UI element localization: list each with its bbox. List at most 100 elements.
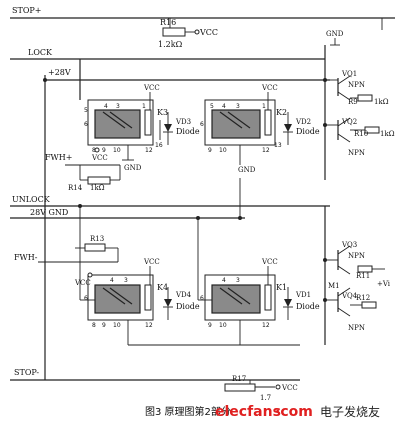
svg-text:10: 10 [219, 147, 227, 154]
vd2-label: VD2 [295, 118, 311, 126]
watermark-domain: ·com [275, 404, 313, 420]
vd3-diode-label: Diode [176, 127, 200, 136]
svg-text:NPN: NPN [348, 324, 365, 332]
r17-label: R17 [232, 375, 246, 383]
svg-text:5: 5 [84, 107, 88, 114]
r14-label: R14 [68, 184, 83, 192]
svg-text:12: 12 [145, 322, 153, 329]
svg-text:12: 12 [262, 147, 270, 154]
resistor-r12 [361, 301, 377, 309]
resistor-r14 [87, 176, 111, 185]
watermark-brand: elecfans [215, 404, 281, 420]
vd4-diode-label: Diode [176, 302, 200, 311]
svg-text:3: 3 [236, 277, 240, 284]
svg-text:NPN: NPN [348, 252, 365, 260]
svg-text:VCC: VCC [143, 84, 160, 92]
svg-text:6: 6 [84, 121, 88, 128]
svg-text:6: 6 [84, 295, 88, 302]
svg-text:10: 10 [219, 322, 227, 329]
svg-text:NPN: NPN [348, 149, 365, 157]
k3-label: K3 [157, 108, 168, 117]
stop-plus-label: STOP+ [12, 6, 41, 15]
r10-value: 1kΩ [380, 130, 395, 138]
plus28v-label: +28V [48, 68, 71, 77]
vd3-label: VD3 [175, 118, 191, 126]
diode-vd1 [284, 299, 292, 307]
r12-label: R12 [356, 294, 370, 302]
r16-label: R16 [160, 18, 176, 27]
fwh-plus-label: FWH+ [45, 153, 72, 162]
resistor-r9 [357, 94, 373, 102]
svg-text:VCC: VCC [281, 384, 298, 392]
svg-text:3: 3 [124, 277, 128, 284]
diode-vd3 [164, 124, 172, 132]
svg-text:9: 9 [208, 322, 212, 329]
svg-text:4: 4 [110, 277, 114, 284]
vq1-label: VQ1 [341, 70, 357, 78]
stop-minus-label: STOP- [14, 368, 39, 377]
svg-text:4: 4 [222, 103, 226, 110]
vi-label: +Vi [377, 280, 391, 288]
r9-value: 1kΩ [374, 98, 389, 106]
r17-value: 1.7 [260, 394, 271, 402]
svg-text:VCC: VCC [91, 154, 108, 162]
watermark-cn: 电子发烧友 [320, 404, 380, 419]
svg-text:4: 4 [222, 277, 226, 284]
gnd28-label: 28V GND [30, 208, 68, 217]
k2-label: K2 [276, 108, 287, 117]
vd4-label: VD4 [175, 291, 192, 299]
vd1-diode-label: Diode [296, 302, 320, 311]
svg-text:1: 1 [142, 103, 146, 110]
r9-label: R9 [348, 98, 358, 106]
k1-label: K1 [276, 283, 287, 292]
svg-text:GND: GND [124, 164, 142, 172]
svg-text:16: 16 [155, 142, 163, 149]
relay-k3-frame [87, 99, 154, 146]
svg-text:VCC: VCC [261, 258, 278, 266]
svg-text:3: 3 [236, 103, 240, 110]
svg-text:9: 9 [102, 147, 106, 154]
svg-text:VCC: VCC [143, 258, 160, 266]
svg-text:8: 8 [92, 147, 96, 154]
resistor-r16 [162, 27, 186, 37]
r13-label: R13 [90, 235, 104, 243]
svg-text:9: 9 [208, 147, 212, 154]
svg-text:12: 12 [262, 322, 270, 329]
svg-text:6: 6 [200, 295, 204, 302]
svg-text:5: 5 [210, 103, 214, 110]
r16-value: 1.2kΩ [158, 40, 183, 49]
resistor-r13 [84, 243, 106, 252]
svg-text:6: 6 [200, 121, 204, 128]
svg-text:13: 13 [274, 142, 282, 149]
relay-k4-frame [87, 274, 154, 321]
lock-label: LOCK [28, 48, 53, 57]
vd1-label: VD1 [295, 291, 311, 299]
resistor-r17 [224, 383, 256, 392]
svg-text:1: 1 [262, 103, 266, 110]
r14-value: 1kΩ [90, 184, 105, 192]
vq2-label: VQ2 [341, 118, 357, 126]
svg-text:GND: GND [238, 166, 256, 174]
r16-vcc: VCC [199, 28, 218, 37]
diode-vd4 [164, 299, 172, 307]
svg-text:NPN: NPN [348, 81, 365, 89]
svg-text:12: 12 [145, 147, 153, 154]
fwh-minus-label: FWH- [14, 253, 38, 262]
vq4-label: VQ4 [341, 292, 358, 300]
svg-text:10: 10 [113, 147, 121, 154]
svg-text:3: 3 [116, 103, 120, 110]
figure-caption: 图3 原理图第2部分 [145, 405, 231, 418]
svg-text:10: 10 [113, 322, 121, 329]
m1-label: M1 [328, 282, 340, 290]
unlock-label: UNLOCK [12, 195, 51, 204]
r10-label: R10 [354, 130, 368, 138]
diode-vd2 [284, 124, 292, 132]
svg-text:VCC: VCC [261, 84, 278, 92]
svg-text:4: 4 [104, 103, 108, 110]
vq3-label: VQ3 [341, 241, 357, 249]
svg-text:8: 8 [92, 322, 96, 329]
r11-label: R11 [356, 272, 370, 280]
relay-k3 [94, 109, 141, 139]
vd2-diode-label: Diode [296, 127, 320, 136]
